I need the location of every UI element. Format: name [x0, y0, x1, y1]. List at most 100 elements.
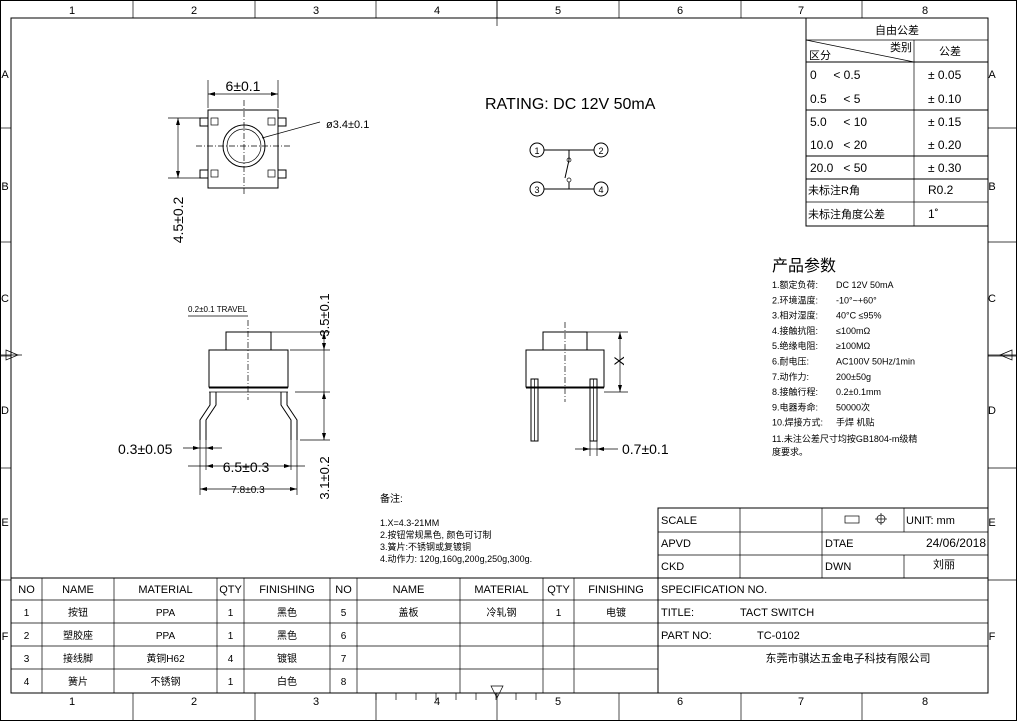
notes-line-4: 4.动作力: 120g,160g,200g,250g,300g. — [380, 553, 532, 564]
row-label-right: D — [988, 405, 996, 417]
row-label-right: B — [988, 181, 995, 193]
bom-cell: 3 — [24, 654, 30, 665]
label-title: TITLE: — [661, 607, 694, 619]
value-drawer: 刘丽 — [933, 558, 955, 571]
bom-cell: 白色 — [277, 675, 297, 688]
notes-title: 备注: — [380, 492, 403, 505]
param-value: ≤100mΩ — [836, 326, 870, 336]
tolerance-range-6: 未标注角度公差 — [808, 207, 885, 221]
tolerance-range-2: 5.0 < 10 — [810, 115, 867, 129]
dim-x: X — [611, 356, 627, 366]
notes-line-2: 2.按钮常规黑色, 颜色可订制 — [380, 529, 492, 540]
param-name: 8.接触行程: — [772, 386, 818, 397]
notes: 备注: 1.X=4.3-21MM 2.按钮常规黑色, 颜色可订制 3.簧片:不锈… — [380, 492, 532, 564]
dim-top-width: 6±0.1 — [226, 78, 261, 94]
param-value: -10°~+60° — [836, 295, 877, 305]
bom-header: QTY — [547, 584, 570, 596]
bom-cell: 2 — [24, 631, 30, 642]
bom-header: FINISHING — [259, 584, 315, 596]
column-label-top: 4 — [434, 5, 440, 17]
column-label-bottom: 8 — [922, 696, 928, 708]
param-name: 6.耐电压: — [772, 356, 809, 367]
param-value: DC 12V 50mA — [836, 280, 894, 290]
dim-overall-width: 7.8±0.3 — [231, 485, 265, 496]
param-name: 5.绝缘电阻: — [772, 340, 818, 351]
bom-header: NO — [335, 584, 352, 596]
row-label-left: D — [1, 405, 9, 417]
tolerance-table: 自由公差 类别 区分 公差 0 < 0.5 ± 0.05 0.5 < 5 ± 0… — [805, 17, 989, 227]
bom-cell: 黑色 — [277, 629, 297, 642]
tolerance-range-3: 10.0 < 20 — [810, 138, 867, 152]
param-name: 7.动作力: — [772, 371, 809, 382]
param-value: 50000次 — [836, 401, 870, 412]
bom-cell: 盖板 — [399, 606, 419, 619]
bom-header: FINISHING — [588, 584, 644, 596]
bom-header: NAME — [62, 584, 94, 596]
bom-cell: 8 — [341, 677, 347, 688]
dim-top-height: 4.5±0.2 — [170, 196, 186, 243]
tolerance-title: 自由公差 — [875, 23, 919, 37]
label-part: PART NO: — [661, 630, 712, 642]
tolerance-value-5: R0.2 — [928, 183, 954, 197]
row-label-left: F — [2, 631, 9, 643]
tolerance-value-0: ± 0.05 — [928, 68, 962, 82]
tolerance-col-category: 类别 — [890, 40, 912, 54]
label-ckd: CKD — [661, 561, 684, 573]
product-parameters: 产品参数 1.额定负荷:DC 12V 50mA2.环境温度:-10°~+60°3… — [772, 257, 917, 457]
column-label-bottom: 5 — [555, 696, 561, 708]
bom-cell: 电镀 — [606, 606, 626, 619]
front-view: 0.2±0.1 TRAVEL 3.5±0.1 3.1±0.2 0.3±0.05 … — [118, 293, 332, 499]
column-label-top: 3 — [313, 5, 319, 17]
bom-cell: 4 — [228, 654, 234, 665]
bom-cell: 1 — [228, 608, 234, 619]
dim-pin-pitch: 6.5±0.3 — [223, 459, 270, 475]
dim-pin-thickness: 0.3±0.05 — [118, 441, 173, 457]
tolerance-value-6: 1˚ — [928, 207, 939, 221]
value-part: TC-0102 — [757, 630, 800, 642]
param-value: ≥100MΩ — [836, 341, 870, 351]
column-label-top: 5 — [555, 5, 561, 17]
switch-schematic: 1 2 3 4 — [529, 142, 609, 197]
bom-cell: 镀银 — [277, 652, 297, 665]
bom-header: NO — [18, 584, 35, 596]
notes-line-1: 1.X=4.3-21MM — [380, 518, 439, 528]
label-apvd: APVD — [661, 538, 691, 550]
tolerance-value-2: ± 0.15 — [928, 115, 962, 129]
value-date: 24/06/2018 — [926, 536, 986, 550]
dim-pin-width: 0.7±0.1 — [622, 441, 669, 457]
param-name: 2.环境温度: — [772, 294, 818, 305]
company-name: 东莞市骐达五金电子科技有限公司 — [766, 651, 931, 665]
side-view: X 0.7±0.1 — [525, 322, 669, 457]
row-label-left: A — [1, 69, 9, 81]
rating-text: RATING: DC 12V 50mA — [485, 96, 656, 113]
bom-cell: 黄铜H62 — [146, 652, 185, 665]
tolerance-range-1: 0.5 < 5 — [810, 92, 861, 106]
params-title: 产品参数 — [772, 257, 836, 275]
pin-1-label: 1 — [534, 146, 539, 156]
row-label-left: C — [1, 293, 9, 305]
column-label-top: 2 — [191, 5, 197, 17]
bom-cell: 6 — [341, 631, 347, 642]
bom-cell: 4 — [24, 677, 30, 688]
param-value: AC100V 50Hz/1min — [836, 357, 915, 367]
column-label-bottom: 6 — [677, 696, 683, 708]
bom-cell: PPA — [156, 631, 176, 642]
row-label-left: E — [1, 517, 8, 529]
label-scale: SCALE — [661, 515, 697, 527]
pin-4-label: 4 — [598, 185, 603, 195]
params-note-line2: 度要求。 — [772, 446, 808, 457]
dim-height-top: 3.5±0.1 — [317, 293, 332, 336]
tolerance-value-1: ± 0.10 — [928, 92, 962, 106]
tolerance-value-3: ± 0.20 — [928, 138, 962, 152]
notes-line-3: 3.簧片:不锈钢或复镀铜 — [380, 541, 471, 552]
param-value: 40°C ≤95% — [836, 311, 882, 321]
label-spec: SPECIFICATION NO. — [661, 584, 767, 596]
bom-cell: 1 — [228, 677, 234, 688]
row-label-right: A — [988, 69, 996, 81]
bom-cell: 塑胶座 — [63, 629, 93, 642]
bom-header: MATERIAL — [474, 584, 528, 596]
bom-cell: 接线脚 — [63, 652, 93, 665]
label-dtae: DTAE — [825, 538, 854, 550]
